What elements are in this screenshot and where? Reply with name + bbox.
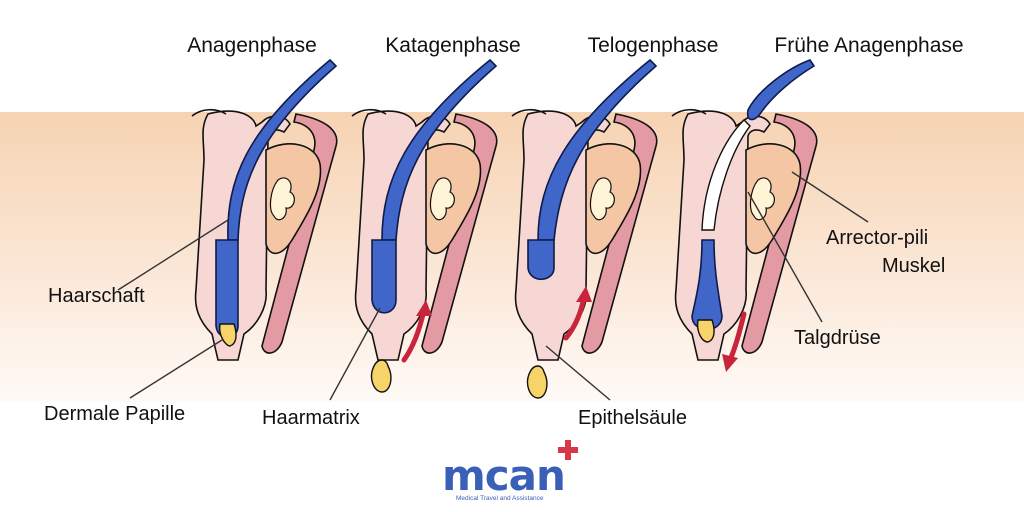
label-haarschaft: Haarschaft: [48, 285, 145, 307]
phase-title-telogen: Telogenphase: [588, 34, 719, 57]
label-epithelsaeule: Epithelsäule: [578, 407, 687, 429]
label-haarmatrix: Haarmatrix: [262, 407, 360, 429]
label-talgdruese: Talgdrüse: [794, 327, 881, 349]
label-arrector-pili: Arrector-pili: [826, 227, 928, 249]
mcan-logo: mcan Medical Travel and Assistance: [442, 440, 578, 502]
logo-wordmark: mcan: [442, 451, 565, 500]
follicle-early-anagen: [671, 59, 818, 361]
phase-title-anagen: Anagenphase: [187, 34, 317, 57]
up-arrow-head-icon: [416, 300, 432, 316]
logo-tagline: Medical Travel and Assistance: [456, 495, 544, 502]
label-muskel: Muskel: [882, 255, 945, 277]
phase-title-katagen: Katagenphase: [385, 34, 520, 57]
label-dermale-papille: Dermale Papille: [44, 403, 185, 425]
leader-lines: [117, 171, 869, 401]
plus-cross-icon: [558, 440, 578, 460]
phase-title-early-anagen: Frühe Anagenphase: [774, 34, 963, 57]
down-arrow-head-icon: [722, 354, 738, 372]
up-arrow-head-icon: [576, 286, 592, 302]
skin-layer: [0, 112, 1024, 402]
follicle-anagen: [191, 58, 338, 361]
follicle-katagen: [351, 58, 498, 393]
follicle-telogen: [511, 58, 658, 399]
